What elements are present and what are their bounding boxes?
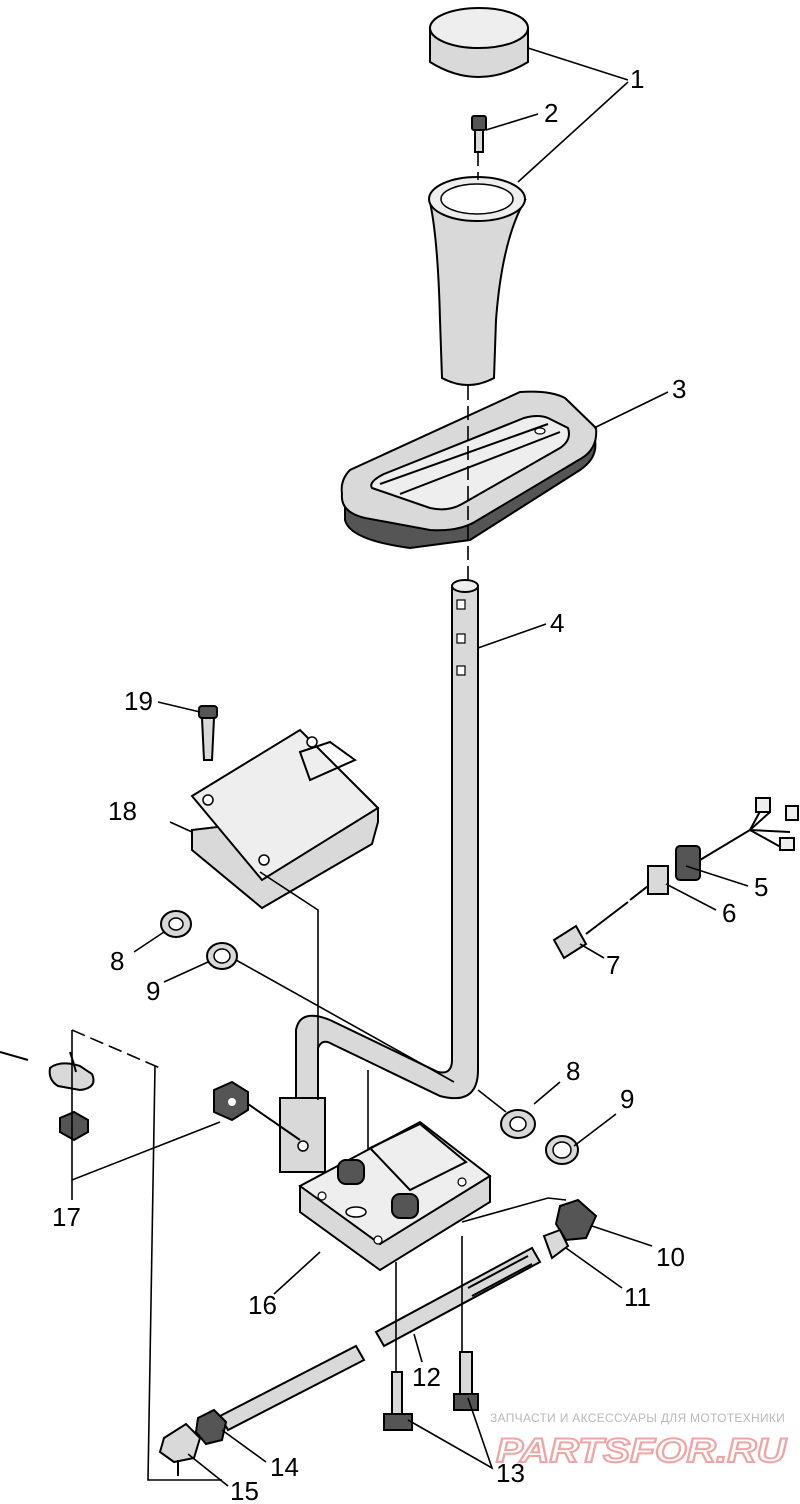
callout-7: 7 <box>606 950 620 980</box>
wire-harness <box>629 797 799 901</box>
callout-1: 1 <box>630 64 644 94</box>
callout-14: 14 <box>270 1452 299 1482</box>
rod-end-lower <box>158 1344 366 1476</box>
leader-lines <box>71 47 749 1487</box>
callout-10: 10 <box>656 1242 685 1272</box>
callout-19: 19 <box>124 686 153 716</box>
shift-gate-block <box>298 1120 492 1272</box>
knob-cap <box>429 7 529 78</box>
callout-16: 16 <box>248 1290 277 1320</box>
callout-6: 6 <box>722 898 736 928</box>
callout-3: 3 <box>672 374 686 404</box>
shift-lever <box>279 579 479 1173</box>
watermark-logo: PARTSFOR.RU <box>496 1432 788 1470</box>
bushing <box>552 901 629 960</box>
cover-screw <box>198 705 218 761</box>
watermark-tagline: ЗАПЧАСТИ И АКСЕССУАРЫ ДЛЯ МОТОТЕХНИКИ <box>490 1411 785 1425</box>
lock-nut-17 <box>213 1080 301 1141</box>
tie-rod <box>374 1236 542 1420</box>
left-bracket <box>0 1029 222 1481</box>
washer-right-8 <box>500 1109 536 1139</box>
callout-12: 12 <box>412 1362 441 1392</box>
callout-18: 18 <box>108 796 137 826</box>
callout-2: 2 <box>544 98 558 128</box>
callout-4: 4 <box>550 608 564 638</box>
knob-screw <box>471 115 487 153</box>
callout-13: 13 <box>496 1458 525 1488</box>
washer-left-9 <box>206 942 238 970</box>
callout-9-right: 9 <box>620 1084 634 1114</box>
washer-right-9 <box>545 1135 579 1165</box>
cover-plate <box>190 728 380 910</box>
washer-left-8 <box>160 910 192 938</box>
callout-15: 15 <box>230 1476 259 1504</box>
bolt-right-13 <box>453 1351 479 1411</box>
callout-9-left: 9 <box>146 976 160 1006</box>
callout-8-right: 8 <box>566 1056 580 1086</box>
callout-5: 5 <box>754 872 768 902</box>
shift-boot <box>340 390 598 550</box>
knob-grip <box>428 176 527 386</box>
callout-17: 17 <box>52 1202 81 1232</box>
ball-joint-right <box>461 1197 598 1260</box>
callout-8-left: 8 <box>110 946 124 976</box>
callout-11: 11 <box>624 1282 651 1312</box>
bolt-left-13 <box>383 1371 413 1431</box>
